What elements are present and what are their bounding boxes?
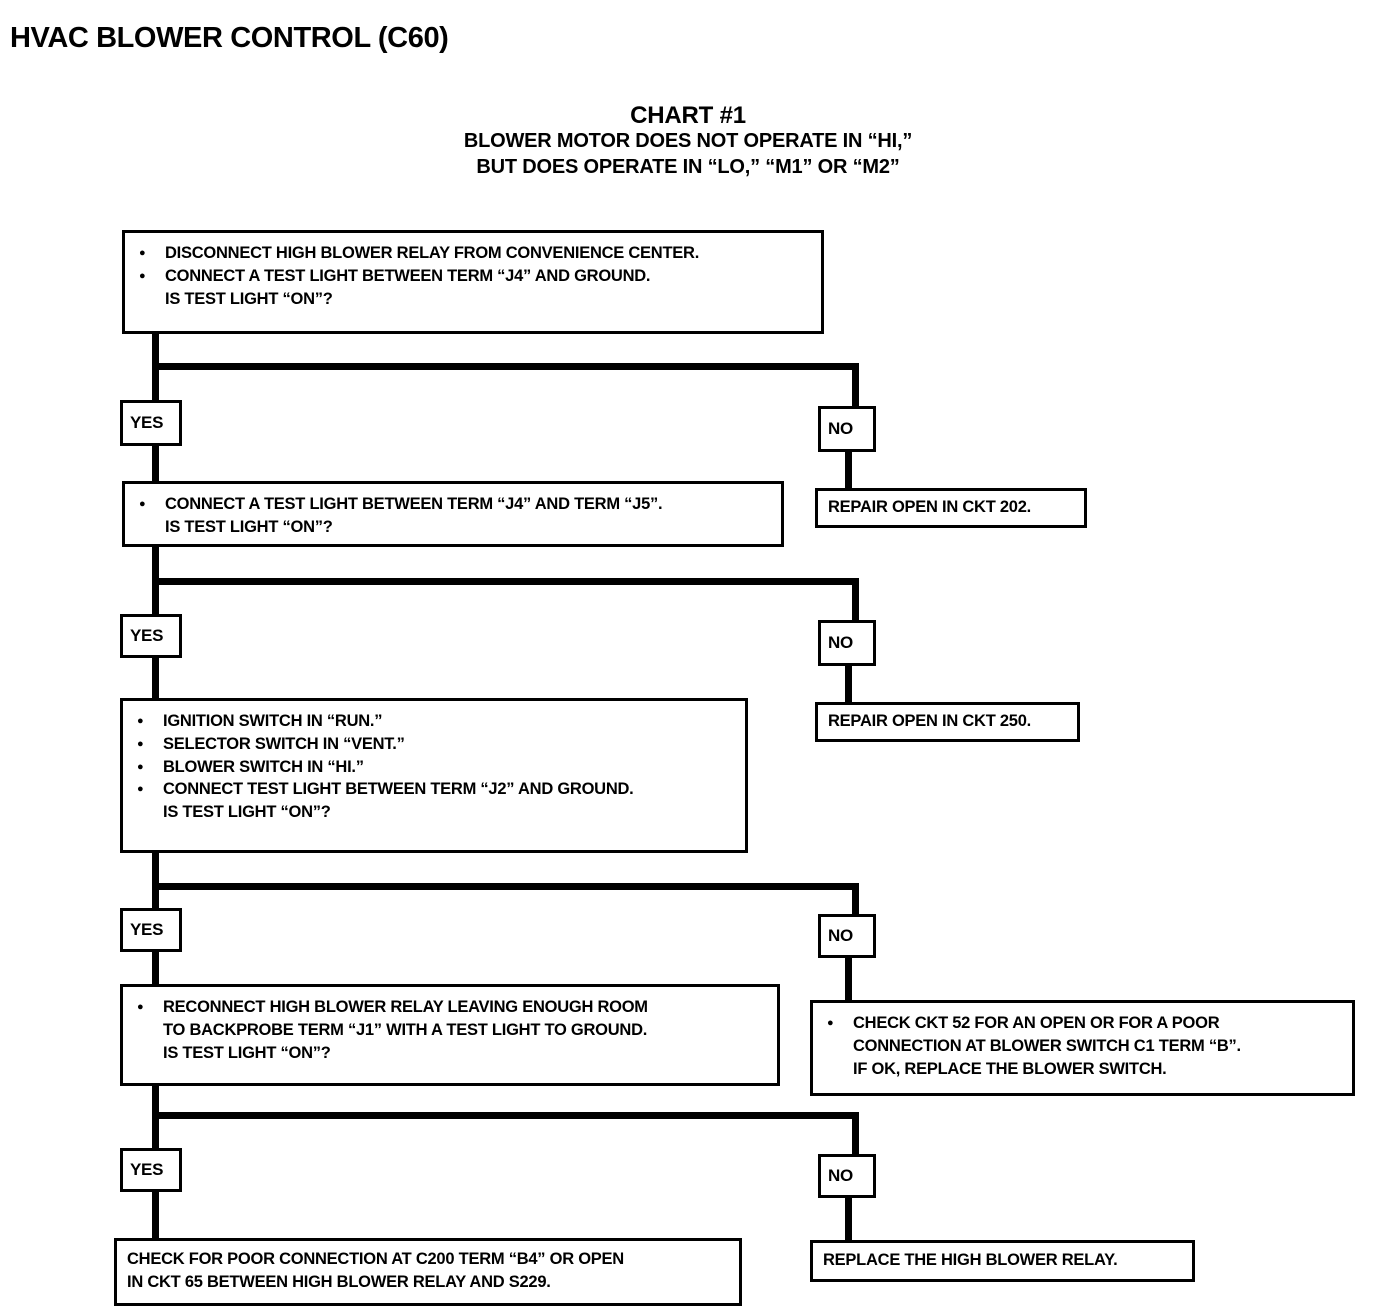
step-2-question: IS TEST LIGHT “ON”? bbox=[165, 517, 333, 536]
connector-no2-to-repair250 bbox=[845, 664, 852, 706]
bullet-icon bbox=[133, 733, 163, 756]
decision-3-yes-label: YES bbox=[130, 920, 164, 939]
bullet-icon bbox=[135, 242, 165, 265]
step-1-question: IS TEST LIGHT “ON”? bbox=[165, 289, 333, 308]
step-3-bullet-3-row: BLOWER SWITCH IN “HI.” bbox=[133, 756, 737, 779]
decision-1-yes-tag: YES bbox=[120, 400, 182, 446]
chart-condition-line-1: BLOWER MOTOR DOES NOT OPERATE IN “HI,” bbox=[463, 130, 913, 153]
step-1-bullet-2-row: CONNECT A TEST LIGHT BETWEEN TERM “J4” A… bbox=[135, 265, 813, 288]
connector-no4-to-replacerelay bbox=[845, 1198, 852, 1242]
connector-yes1-to-step2 bbox=[152, 443, 159, 485]
step-2-bullet-1-row: CONNECT A TEST LIGHT BETWEEN TERM “J4” A… bbox=[135, 493, 773, 516]
step-3-bullet-1-row: IGNITION SWITCH IN “RUN.” bbox=[133, 710, 737, 733]
connector-yes4-to-final bbox=[152, 1190, 159, 1240]
step-1-bullet-2: CONNECT A TEST LIGHT BETWEEN TERM “J4” A… bbox=[165, 266, 651, 285]
bullet-icon bbox=[133, 756, 163, 779]
step-4-bullet-1-row: RECONNECT HIGH BLOWER RELAY LEAVING ENOU… bbox=[133, 996, 769, 1019]
final-check-c200-line-1: CHECK FOR POOR CONNECTION AT C200 TERM “… bbox=[127, 1250, 624, 1268]
check-ckt-52-line-3: IF OK, REPLACE THE BLOWER SWITCH. bbox=[853, 1059, 1167, 1078]
step-2-bullet-1: CONNECT A TEST LIGHT BETWEEN TERM “J4” A… bbox=[165, 495, 663, 513]
bullet-icon bbox=[133, 710, 163, 733]
decision-1-no-tag: NO bbox=[818, 406, 876, 452]
decision-1-no-label: NO bbox=[828, 419, 853, 438]
connector-yes2-to-step3 bbox=[152, 656, 159, 702]
check-ckt-52-bullet-row: CHECK CKT 52 FOR AN OPEN OR FOR A POOR bbox=[823, 1012, 1344, 1035]
step-4-question: IS TEST LIGHT “ON”? bbox=[163, 1043, 331, 1062]
connector-branch-1-right-down bbox=[852, 363, 859, 409]
bullet-icon bbox=[135, 265, 165, 288]
step-3-bullet-3: BLOWER SWITCH IN “HI.” bbox=[163, 757, 364, 776]
repair-ckt-250-text: REPAIR OPEN IN CKT 250. bbox=[828, 712, 1031, 730]
connector-branch-2 bbox=[152, 578, 859, 585]
connector-branch-4-right-down bbox=[852, 1112, 859, 1158]
decision-4-no-label: NO bbox=[828, 1166, 853, 1185]
step-3-bullet-2-row: SELECTOR SWITCH IN “VENT.” bbox=[133, 733, 737, 756]
connector-no1-to-repair202 bbox=[845, 450, 852, 492]
decision-3-yes-tag: YES bbox=[120, 908, 182, 952]
step-3-question: IS TEST LIGHT “ON”? bbox=[163, 803, 331, 822]
step-3-bullet-2: SELECTOR SWITCH IN “VENT.” bbox=[163, 734, 405, 753]
decision-4-yes-label: YES bbox=[130, 1160, 164, 1179]
replace-high-blower-relay-text: REPLACE THE HIGH BLOWER RELAY. bbox=[823, 1251, 1118, 1269]
connector-yes3-to-step4 bbox=[152, 952, 159, 986]
step-2-box: CONNECT A TEST LIGHT BETWEEN TERM “J4” A… bbox=[122, 481, 784, 547]
repair-ckt-202-text: REPAIR OPEN IN CKT 202. bbox=[828, 498, 1031, 516]
decision-3-no-label: NO bbox=[828, 926, 853, 945]
connector-branch-4 bbox=[152, 1112, 859, 1119]
decision-4-yes-tag: YES bbox=[120, 1148, 182, 1192]
page-title: HVAC BLOWER CONTROL (C60) bbox=[10, 22, 449, 54]
step-3-bullet-4: CONNECT TEST LIGHT BETWEEN TERM “J2” AND… bbox=[163, 780, 634, 799]
replace-high-blower-relay-box: REPLACE THE HIGH BLOWER RELAY. bbox=[810, 1240, 1195, 1282]
decision-2-no-label: NO bbox=[828, 633, 853, 652]
step-4-bullet-1-line-2: TO BACKPROBE TERM “J1” WITH A TEST LIGHT… bbox=[163, 1020, 648, 1039]
connector-branch-2-right-down bbox=[852, 578, 859, 624]
chart-condition-line-2: BUT DOES OPERATE IN “LO,” “M1” OR “M2” bbox=[476, 155, 900, 178]
final-check-c200-line-2: IN CKT 65 BETWEEN HIGH BLOWER RELAY AND … bbox=[127, 1272, 551, 1291]
bullet-icon bbox=[133, 996, 163, 1019]
step-1-bullet-1: DISCONNECT HIGH BLOWER RELAY FROM CONVEN… bbox=[165, 244, 700, 262]
step-3-box: IGNITION SWITCH IN “RUN.” SELECTOR SWITC… bbox=[120, 698, 748, 853]
check-ckt-52-line-2: CONNECTION AT BLOWER SWITCH C1 TERM “B”. bbox=[853, 1036, 1241, 1055]
bullet-icon bbox=[823, 1012, 853, 1035]
chart-number: CHART #1 bbox=[630, 102, 746, 129]
decision-1-yes-label: YES bbox=[130, 413, 164, 432]
decision-4-no-tag: NO bbox=[818, 1154, 876, 1198]
final-check-c200-box: CHECK FOR POOR CONNECTION AT C200 TERM “… bbox=[114, 1238, 742, 1306]
check-ckt-52-box: CHECK CKT 52 FOR AN OPEN OR FOR A POOR C… bbox=[810, 1000, 1355, 1096]
connector-branch-3 bbox=[152, 883, 859, 890]
chart-header: CHART #1 BLOWER MOTOR DOES NOT OPERATE I… bbox=[288, 102, 1088, 181]
step-3-bullet-1: IGNITION SWITCH IN “RUN.” bbox=[163, 712, 383, 730]
step-4-bullet-1-line-1: RECONNECT HIGH BLOWER RELAY LEAVING ENOU… bbox=[163, 998, 648, 1016]
bullet-icon bbox=[133, 778, 163, 801]
decision-2-yes-label: YES bbox=[130, 626, 164, 645]
repair-ckt-202-box: REPAIR OPEN IN CKT 202. bbox=[815, 488, 1087, 528]
decision-2-yes-tag: YES bbox=[120, 614, 182, 658]
step-4-box: RECONNECT HIGH BLOWER RELAY LEAVING ENOU… bbox=[120, 984, 780, 1086]
connector-branch-3-right-down bbox=[852, 883, 859, 917]
connector-no3-to-checkckt52 bbox=[845, 958, 852, 1000]
repair-ckt-250-box: REPAIR OPEN IN CKT 250. bbox=[815, 702, 1080, 742]
connector-branch-1 bbox=[152, 363, 859, 370]
decision-2-no-tag: NO bbox=[818, 620, 876, 666]
decision-3-no-tag: NO bbox=[818, 914, 876, 958]
step-1-bullet-1-row: DISCONNECT HIGH BLOWER RELAY FROM CONVEN… bbox=[135, 242, 813, 265]
step-3-bullet-4-row: CONNECT TEST LIGHT BETWEEN TERM “J2” AND… bbox=[133, 778, 737, 801]
step-1-box: DISCONNECT HIGH BLOWER RELAY FROM CONVEN… bbox=[122, 230, 824, 334]
bullet-icon bbox=[135, 493, 165, 516]
check-ckt-52-line-1: CHECK CKT 52 FOR AN OPEN OR FOR A POOR bbox=[853, 1014, 1220, 1032]
